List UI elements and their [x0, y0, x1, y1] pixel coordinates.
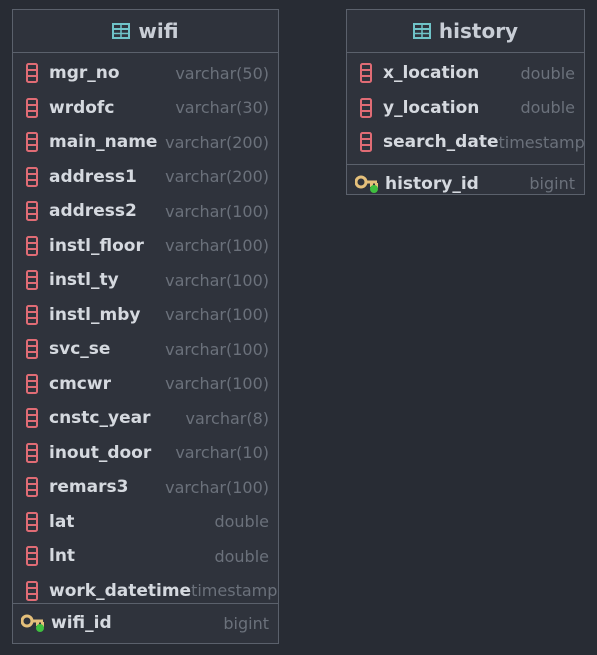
column-name: address2 — [49, 201, 137, 222]
column-name: inout_door — [49, 442, 152, 463]
table-icon — [412, 23, 431, 39]
column-name: search_date — [383, 132, 499, 153]
column-row[interactable]: lat double — [13, 505, 278, 540]
column-icon — [25, 442, 39, 463]
primary-key-row[interactable]: history_id bigint — [347, 165, 584, 203]
column-icon — [25, 270, 39, 291]
wifi-table-title: wifi — [138, 19, 179, 43]
column-type: varchar(100) — [165, 477, 269, 497]
column-icon — [25, 201, 39, 222]
column-type: double — [214, 512, 269, 532]
history-table-title: history — [438, 19, 519, 43]
column-icon — [25, 132, 39, 153]
column-name: mgr_no — [49, 63, 120, 84]
history-table-header[interactable]: history — [347, 10, 584, 53]
wifi-table-header[interactable]: wifi — [13, 10, 278, 53]
history-primary-key-section: history_id bigint — [347, 163, 584, 204]
column-icon — [25, 546, 39, 567]
column-name: y_location — [383, 97, 480, 118]
column-row[interactable]: x_location double — [347, 56, 584, 91]
column-icon — [25, 477, 39, 498]
column-row[interactable]: instl_ty varchar(100) — [13, 263, 278, 298]
column-row[interactable]: address1 varchar(200) — [13, 160, 278, 195]
column-icon — [25, 373, 39, 394]
column-icon — [359, 63, 373, 84]
column-type: varchar(100) — [165, 201, 269, 221]
column-name: remars3 — [49, 477, 129, 498]
column-name: svc_se — [49, 339, 111, 360]
column-row[interactable]: main_name varchar(200) — [13, 125, 278, 160]
table-icon — [112, 23, 131, 39]
column-type: varchar(30) — [175, 98, 269, 118]
column-type: varchar(10) — [175, 443, 269, 463]
column-name: lnt — [49, 546, 76, 567]
column-type: varchar(100) — [165, 305, 269, 325]
column-row[interactable]: wrdofc varchar(30) — [13, 91, 278, 126]
column-type: timestamp — [191, 581, 278, 601]
column-row[interactable]: y_location double — [347, 91, 584, 126]
column-row[interactable]: cnstc_year varchar(8) — [13, 401, 278, 436]
column-row[interactable]: svc_se varchar(100) — [13, 332, 278, 367]
column-row[interactable]: inout_door varchar(10) — [13, 436, 278, 471]
column-name: x_location — [383, 63, 480, 84]
column-type: varchar(100) — [165, 236, 269, 256]
column-type: varchar(100) — [165, 339, 269, 359]
column-icon — [25, 166, 39, 187]
column-icon — [25, 408, 39, 429]
column-icon — [359, 97, 373, 118]
column-type: varchar(200) — [165, 132, 269, 152]
column-icon — [359, 132, 373, 153]
column-name: cmcwr — [49, 373, 111, 394]
column-type: varchar(50) — [175, 63, 269, 83]
key-icon — [21, 613, 47, 633]
column-row[interactable]: mgr_no varchar(50) — [13, 56, 278, 91]
key-icon — [355, 174, 381, 194]
column-type: timestamp — [498, 132, 585, 152]
wifi-columns-list: mgr_no varchar(50) wrdofc varchar(30) main_n… — [13, 53, 278, 608]
column-icon — [25, 235, 39, 256]
column-icon — [25, 63, 39, 84]
column-type: varchar(100) — [165, 270, 269, 290]
column-name: wrdofc — [49, 97, 115, 118]
column-name: work_datetime — [49, 580, 192, 601]
column-name: instl_ty — [49, 270, 119, 291]
column-type: double — [520, 63, 575, 83]
column-name: instl_mby — [49, 304, 141, 325]
wifi-primary-key-section: wifi_id bigint — [13, 603, 278, 643]
column-name: address1 — [49, 166, 137, 187]
column-row[interactable]: instl_mby varchar(100) — [13, 298, 278, 333]
column-type: double — [520, 98, 575, 118]
column-name: instl_floor — [49, 235, 144, 256]
column-name: cnstc_year — [49, 408, 151, 429]
column-type: varchar(100) — [165, 374, 269, 394]
column-row[interactable]: cmcwr varchar(100) — [13, 367, 278, 402]
column-type: bigint — [223, 613, 269, 633]
column-name: main_name — [49, 132, 158, 153]
column-type: bigint — [529, 174, 575, 193]
column-type: double — [214, 546, 269, 566]
column-name: history_id — [385, 173, 479, 194]
column-icon — [25, 511, 39, 532]
column-row[interactable]: remars3 varchar(100) — [13, 470, 278, 505]
column-name: lat — [49, 511, 75, 532]
column-type: varchar(8) — [185, 408, 269, 428]
column-icon — [25, 580, 39, 601]
column-name: wifi_id — [51, 613, 112, 633]
column-type: varchar(200) — [165, 167, 269, 187]
column-icon — [25, 339, 39, 360]
column-icon — [25, 304, 39, 325]
column-row[interactable]: address2 varchar(100) — [13, 194, 278, 229]
column-row[interactable]: lnt double — [13, 539, 278, 574]
column-row[interactable]: instl_floor varchar(100) — [13, 229, 278, 264]
column-icon — [25, 97, 39, 118]
primary-key-row[interactable]: wifi_id bigint — [13, 604, 278, 642]
